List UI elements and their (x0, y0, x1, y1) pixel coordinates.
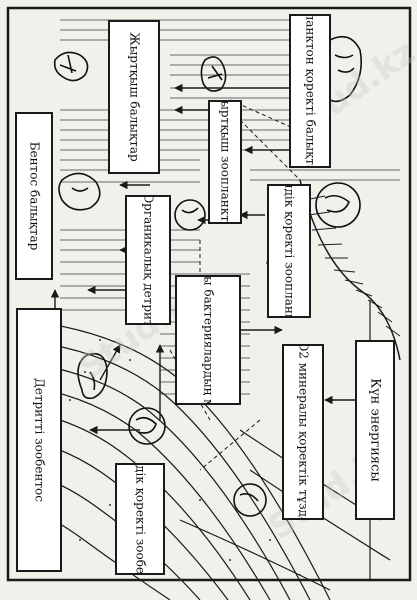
node-predator-fish-label: Жыртқыш балықтар (127, 32, 142, 162)
node-predator-zooplankton: Жыртқыш зоопланктон (208, 100, 242, 224)
node-sun-energy: Күн энергиясы (355, 340, 395, 520)
node-predator-fish: Жыртқыш балықтар (108, 20, 160, 174)
node-benthos-fish: Бентос балықтар (15, 112, 53, 280)
outer-frame (6, 6, 412, 582)
node-organic-detritus: Органикалық детрит (125, 195, 171, 325)
node-predator-zooplankton-label: Жыртқыш зоопланктон (218, 100, 233, 224)
organism-sketches (53, 35, 363, 517)
node-herbivore-zoobenthos: Өсімдік қоректі зообентос (115, 463, 165, 575)
node-plankton-fish-label: Планктон қоректі балықтар (303, 14, 318, 168)
sun-rays (304, 195, 401, 337)
node-detritus-zoobenthos: Детритті зообентос (16, 308, 62, 572)
node-co2-minerals-label: CO2 минералы қоректік тұздар (296, 344, 311, 520)
node-organic-detritus-label: Органикалық детрит (141, 195, 156, 325)
node-detritus-zoobenthos-label: Детритті зообентос (32, 377, 47, 503)
node-heterotrophic-bacteria-label: Гетеротрофты бактериялардың минералдауы (201, 277, 216, 403)
node-heterotrophic-bacteria: Гетеротрофты бактериялардың минералдауы (175, 275, 241, 405)
node-co2-minerals: CO2 минералы қоректік тұздар (282, 344, 324, 520)
node-plankton-fish: Планктон қоректі балықтар (289, 14, 331, 168)
node-benthos-fish-label: Бентос балықтар (27, 141, 42, 251)
node-herbivore-zooplankton: Өсімдік қоректі зоопланктон (267, 184, 311, 318)
sun-ray-curve (299, 179, 401, 361)
node-herbivore-zoobenthos-label: Өсімдік қоректі зообентос (133, 463, 148, 575)
node-herbivore-zooplankton-label: Өсімдік қоректі зоопланктон (282, 184, 297, 318)
node-sun-energy-label: Күн энергиясы (367, 378, 383, 482)
